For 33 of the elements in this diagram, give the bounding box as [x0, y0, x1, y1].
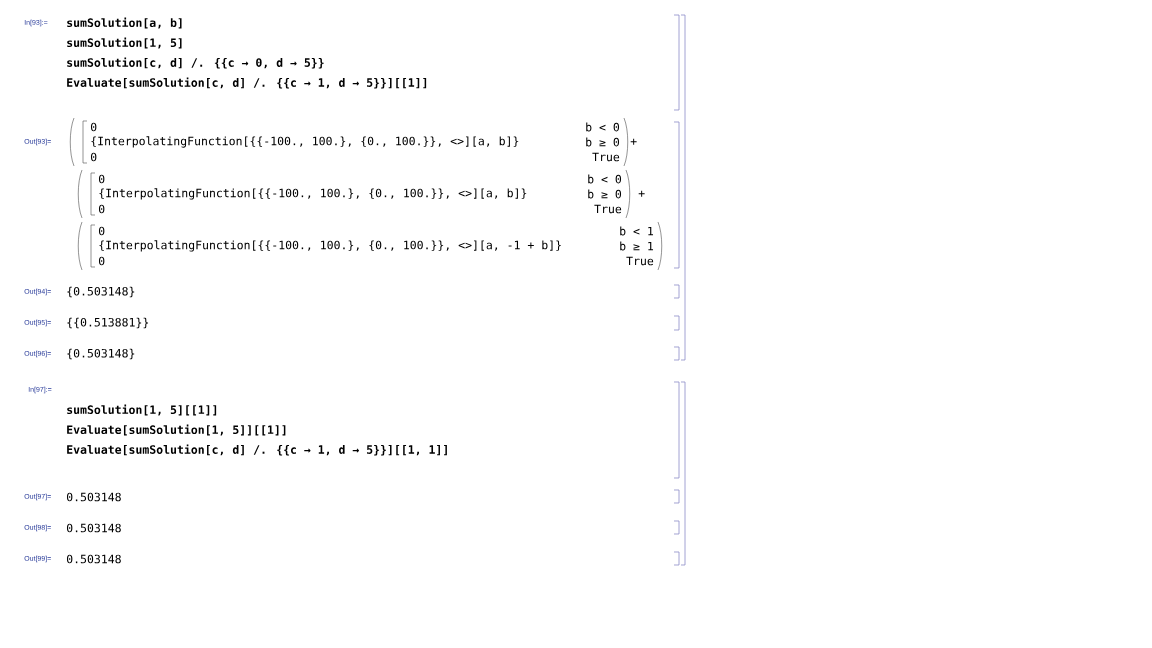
condition-text: True [594, 204, 622, 214]
output-text: 0.503148 [66, 492, 121, 502]
output-text: {{0.513881}} [67, 317, 149, 329]
code-line: sumSolution[c, d] /. {{c → 0, d → 5}} [67, 57, 324, 69]
output-text: {InterpolatingFunction[{{-100., 100.}, {0., 100.}}, <>][a, -1 + b]} [99, 240, 561, 252]
output-text: {InterpolatingFunction[{{-100., 100.}, {0., 100.}}, <>][a, b]} [99, 188, 527, 200]
condition-text: b ≥ 1 [620, 241, 654, 251]
condition-text: b < 0 [586, 122, 620, 132]
output-text: 0 [90, 122, 97, 132]
condition-text: b < 0 [588, 174, 622, 184]
plus-sign: + [638, 190, 645, 197]
code-line: sumSolution[1, 5] [67, 37, 182, 49]
plus-sign: + [630, 138, 637, 145]
code-line: sumSolution[1, 5][[1]] [67, 404, 217, 416]
condition-text: True [592, 152, 620, 162]
output-text: 0 [98, 174, 105, 184]
code-line: sumSolution[a, b] [67, 17, 182, 29]
condition-text: b ≥ 0 [586, 137, 620, 147]
condition-text: b ≥ 0 [588, 189, 622, 199]
output-text: 0 [98, 256, 105, 266]
condition-text: b < 1 [620, 226, 654, 236]
output-text: {0.503148} [67, 286, 135, 298]
output-text: {0.503148} [67, 348, 135, 360]
output-text: 0 [98, 226, 105, 236]
code-line: Evaluate[sumSolution[c, d] /. {{c → 1, d → 5}}][[1, 1]] [67, 444, 447, 456]
code-line: Evaluate[sumSolution[c, d] /. {{c → 1, d → 5}}][[1]] [67, 77, 427, 89]
output-text: 0 [98, 204, 105, 214]
output-text: 0.503148 [66, 554, 121, 564]
condition-text: True [626, 256, 654, 266]
code-line: Evaluate[sumSolution[1, 5]][[1]] [67, 424, 286, 436]
output-text: 0 [90, 152, 97, 162]
output-text: 0.503148 [66, 523, 121, 533]
output-text: {InterpolatingFunction[{{-100., 100.}, {0., 100.}}, <>][a, b]} [91, 136, 519, 148]
